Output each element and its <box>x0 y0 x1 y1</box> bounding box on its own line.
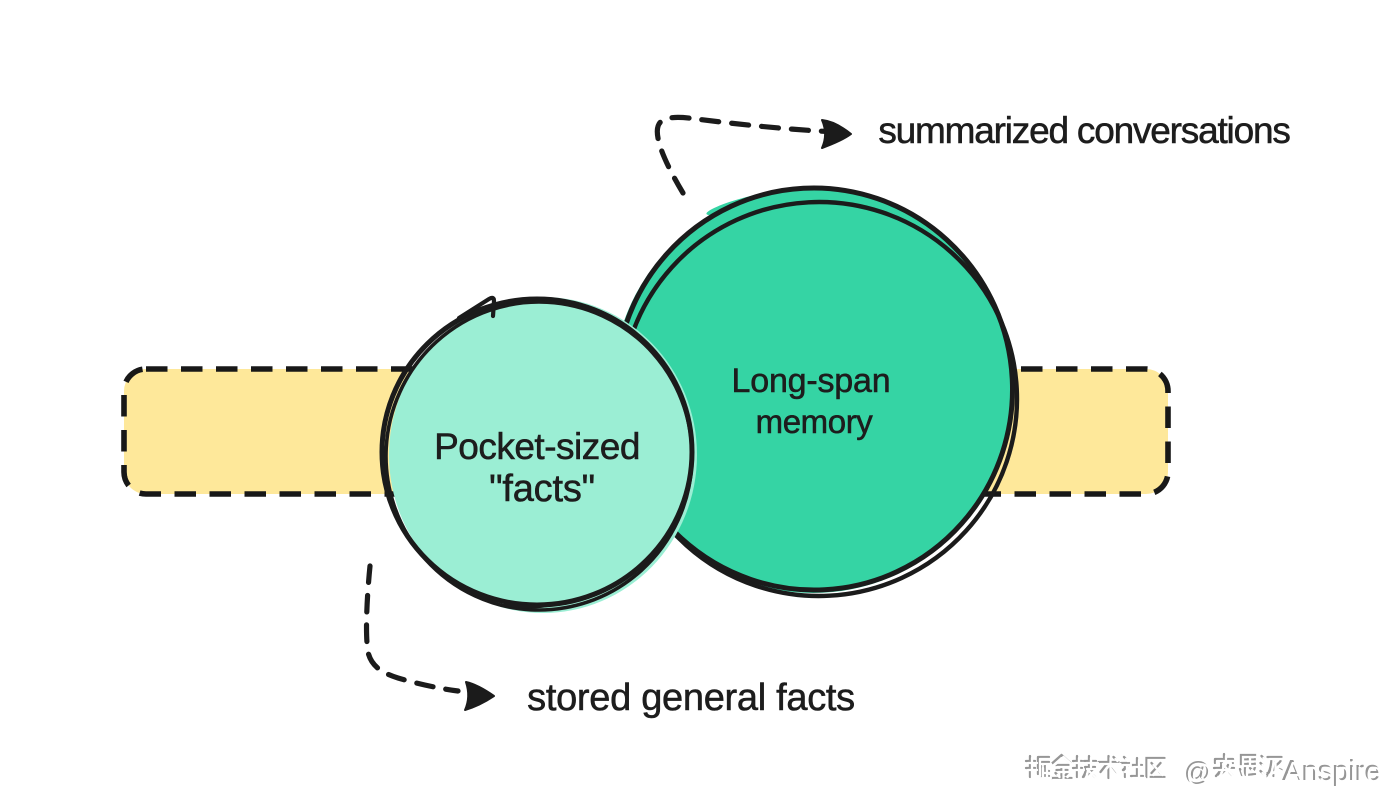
svg-text:Long-span: Long-span <box>732 362 891 400</box>
svg-text:"facts": "facts" <box>489 468 595 510</box>
svg-text:stored general facts: stored general facts <box>527 677 855 719</box>
svg-text:summarized conversations: summarized conversations <box>878 110 1290 151</box>
svg-text:memory: memory <box>756 403 874 440</box>
svg-text:Pocket-sized: Pocket-sized <box>434 426 640 467</box>
